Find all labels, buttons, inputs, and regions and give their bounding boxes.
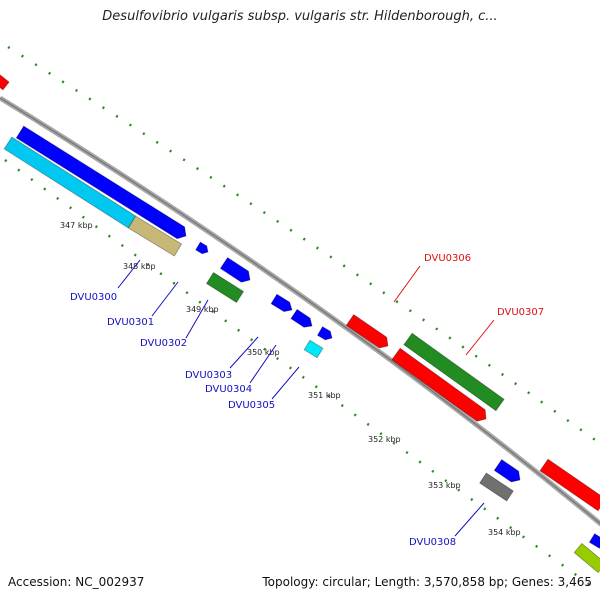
gene-dvu0307 xyxy=(391,347,487,422)
gene-dvu0300-tan xyxy=(127,215,183,257)
gene-dvu0301b xyxy=(219,257,251,283)
gene-dvu0300 xyxy=(15,125,187,240)
tick-label: 348 kbp xyxy=(123,262,156,271)
gene-dvu0304b xyxy=(316,326,333,341)
tick-label: 347 kbp xyxy=(60,221,93,230)
gene-dvu0308 xyxy=(479,472,514,502)
label-leader-line xyxy=(185,299,209,339)
dotted-grid-line xyxy=(7,45,600,445)
label-leader-line xyxy=(151,281,179,317)
label-leader-line xyxy=(271,366,300,400)
tick-label: 350 kbp xyxy=(247,348,280,357)
gene-dvu0301 xyxy=(195,241,209,255)
gene-blue-edge xyxy=(588,533,600,549)
tick-label: 354 kbp xyxy=(488,528,521,537)
label-leader-line xyxy=(249,344,277,384)
tick-label: 351 kbp xyxy=(308,391,341,400)
tick-label: 353 kbp xyxy=(428,481,461,490)
gene-yellowgreen-edge xyxy=(573,542,600,574)
gene-label-dvu0306: DVU0306 xyxy=(424,253,471,264)
gene-label-dvu0301: DVU0301 xyxy=(107,317,154,328)
gene-label-dvu0308: DVU0308 xyxy=(409,537,456,548)
genome-summary-text: Topology: circular; Length: 3,570,858 bp… xyxy=(262,575,592,589)
gene-dvu0306 xyxy=(345,314,389,349)
gene-red-left xyxy=(0,74,10,91)
gene-label-dvu0300: DVU0300 xyxy=(70,292,117,303)
label-leader-line xyxy=(229,336,259,369)
gene-dvu0300-cyan xyxy=(3,136,137,229)
gene-label-dvu0302: DVU0302 xyxy=(140,338,187,349)
gene-label-dvu0303: DVU0303 xyxy=(185,370,232,381)
gene-label-dvu0304: DVU0304 xyxy=(205,384,252,395)
gene-dvu0303 xyxy=(270,293,293,313)
label-leader-line xyxy=(393,265,421,303)
gene-label-dvu0305: DVU0305 xyxy=(228,400,275,411)
accession-text: Accession: NC_002937 xyxy=(8,575,145,589)
gene-label-dvu0307: DVU0307 xyxy=(497,307,544,318)
gene-dvu0307-green xyxy=(403,332,505,412)
gene-dvu0305 xyxy=(303,339,324,359)
gene-dvu0308-blue xyxy=(493,459,521,483)
gene-dvu0302 xyxy=(205,271,245,304)
gene-red-right xyxy=(539,458,600,512)
gene-dvu0304 xyxy=(290,308,313,328)
dotted-grid-line xyxy=(4,158,591,587)
tick-label: 352 kbp xyxy=(368,435,401,444)
label-leader-line xyxy=(465,319,495,356)
map-title: Desulfovibrio vulgaris subsp. vulgaris s… xyxy=(102,9,498,24)
genome-backbone-edge xyxy=(0,97,600,525)
label-leader-line xyxy=(117,259,141,289)
label-leader-line xyxy=(454,502,485,537)
